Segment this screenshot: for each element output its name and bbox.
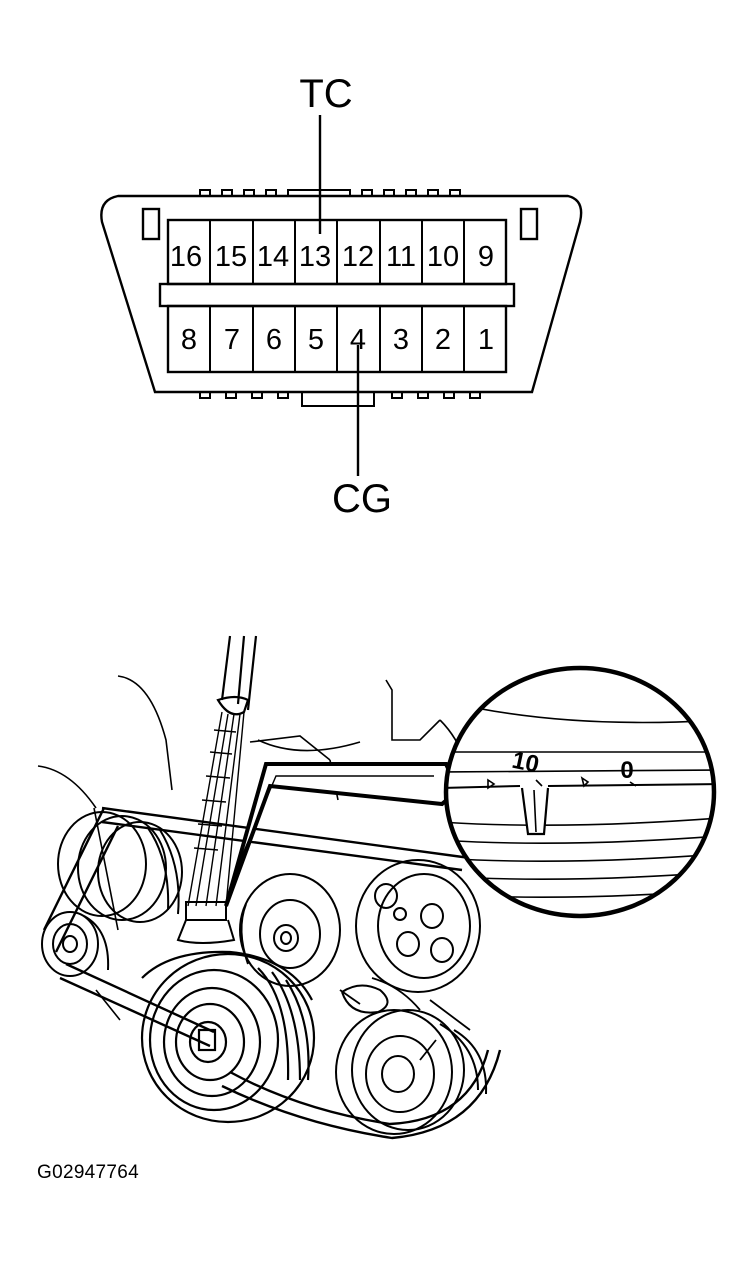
- timing-light-cord: [220, 635, 258, 711]
- dlc3-connector: [100, 189, 583, 407]
- bottom-row-pin-labels: 8 7 6 5 4 3 2 1: [181, 324, 494, 356]
- pin-label: 5: [308, 324, 324, 356]
- cg-callout-label: CG: [332, 477, 392, 521]
- pin-label: 2: [435, 324, 451, 356]
- engine-block-outline: [37, 675, 441, 1021]
- timing-mark-0: 0: [620, 757, 633, 784]
- top-row-pin-labels: 16 15 14 13 12 11 10 9: [170, 241, 494, 273]
- pin-label: 14: [257, 241, 289, 273]
- pin-label: 12: [342, 241, 374, 273]
- pin-label: 16: [170, 241, 202, 273]
- tensioner-bracket: [339, 977, 471, 1061]
- pin-label: 7: [224, 324, 240, 356]
- alternator-pulley: [57, 811, 183, 923]
- magnified-timing-inset: 10 0: [224, 665, 717, 919]
- timing-light: [176, 635, 258, 944]
- center-idler-pulley: [239, 873, 341, 987]
- pin-label: 4: [350, 324, 366, 356]
- pin-label: 15: [215, 241, 247, 273]
- connector-bottom-ribs: [199, 392, 481, 407]
- pin-label: 1: [478, 324, 494, 356]
- top-pin-dividers: [209, 220, 465, 284]
- left-latch-slot: [141, 207, 161, 241]
- drive-belt: [42, 806, 502, 1140]
- pin-label: 11: [386, 241, 416, 273]
- bottom-pin-dividers: [209, 306, 465, 372]
- pin-label: 6: [266, 324, 282, 356]
- pin-label: 8: [181, 324, 197, 356]
- pin-label: 3: [393, 324, 409, 356]
- connector-body: [100, 194, 583, 394]
- pin-label: 9: [478, 241, 494, 273]
- pin-label: 10: [427, 241, 459, 273]
- timing-mark-10: 10: [510, 747, 542, 779]
- timing-light-base: [176, 919, 236, 944]
- engine-illustration: [37, 635, 502, 1140]
- inset-pointer-inner: [235, 775, 434, 871]
- crankshaft-pulley: [140, 950, 316, 1124]
- timing-scale-tab: [185, 901, 227, 921]
- timing-light-clamp: [216, 695, 250, 716]
- lower-right-pulley: [335, 984, 488, 1135]
- small-left-idler-pulley: [41, 911, 110, 977]
- inset-circle: [443, 665, 717, 919]
- pin-label: 13: [299, 241, 331, 273]
- timing-scale-ticks: [487, 776, 637, 790]
- figure-id: G02947764: [37, 1162, 140, 1183]
- tc-callout-label: TC: [299, 72, 352, 116]
- right-latch-slot: [519, 207, 539, 241]
- center-separator-bar: [158, 282, 516, 308]
- timing-light-leads: [187, 711, 245, 907]
- water-pump-pulley: [355, 859, 481, 993]
